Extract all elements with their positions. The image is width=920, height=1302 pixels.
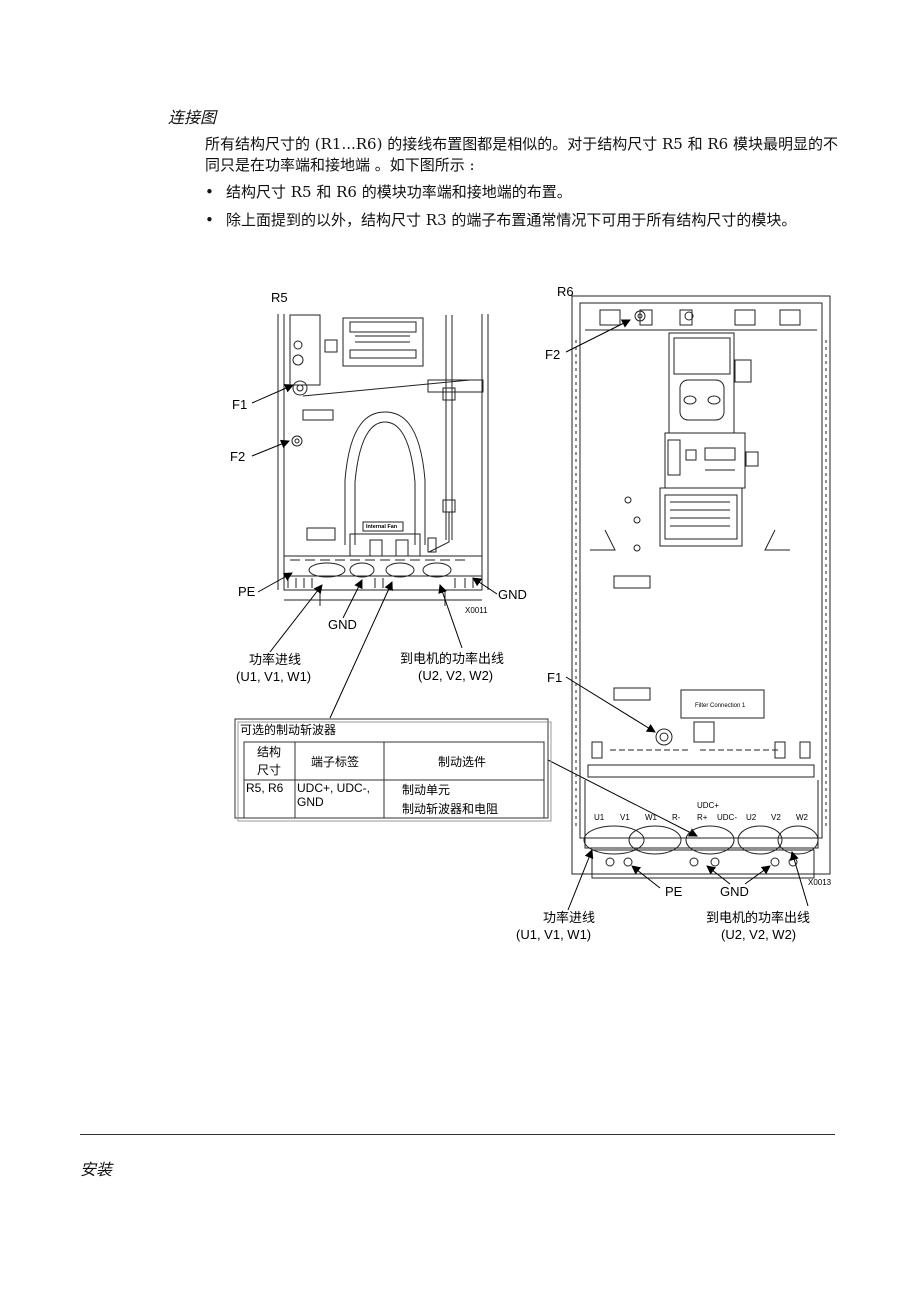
- r5-power-in-label: 功率进线: [249, 652, 301, 668]
- r5-leader-lines: [251, 384, 698, 837]
- r5-gnd-bottom-label: GND: [328, 617, 357, 632]
- r6-power-out-terms: (U2, V2, W2): [721, 927, 796, 942]
- chopper-table-title: 可选的制动斩波器: [240, 722, 336, 737]
- r6-f2-label: F2: [545, 347, 560, 362]
- table-cell-option-line1: 制动单元: [402, 783, 450, 797]
- r5-f1-label: F1: [232, 397, 247, 412]
- r6-terminal-v1: V1: [620, 813, 630, 822]
- intro-paragraph: 所有结构尺寸的 (R1...R6) 的接线布置图都是相似的。对于结构尺寸 R5 …: [205, 135, 838, 174]
- table-header-option: 制动选件: [438, 755, 486, 769]
- r5-fan-label: Internal Fan: [366, 524, 398, 530]
- r5-f2-label: F2: [230, 449, 245, 464]
- section-title: 连接图: [168, 108, 217, 127]
- r5-power-in-terms: (U1, V1, W1): [236, 669, 311, 684]
- r6-terminal-u2: U2: [746, 813, 757, 822]
- r6-gnd-label: GND: [720, 884, 749, 899]
- r6-terminal-r-plus: R+: [697, 813, 708, 822]
- r6-terminal-u1: U1: [594, 813, 605, 822]
- chopper-table: 可选的制动斩波器 结构 尺寸 端子标签 制动选件 R5, R6 UDC+, UD…: [234, 718, 552, 822]
- bullet-text: 结构尺寸 R5 和 R6 的模块功率端和接地端的布置。: [226, 183, 572, 201]
- r6-power-out-label: 到电机的功率出线: [706, 910, 810, 926]
- r6-f1-label: F1: [547, 670, 562, 685]
- r5-figure-code: X0011: [465, 606, 488, 615]
- r6-filter-label: Filter Connection 1: [695, 703, 746, 709]
- r6-labels: R6 F2 F1 Filter Connection 1 UDC+ U1 V1 …: [516, 284, 832, 942]
- r5-power-out-terms: (U2, V2, W2): [418, 668, 493, 683]
- r6-drawing: [571, 295, 831, 879]
- r6-terminal-w2: W2: [796, 813, 809, 822]
- r6-terminal-udc-minus: UDC-: [717, 813, 737, 822]
- r5-power-out-label: 到电机的功率出线: [400, 651, 504, 667]
- footer-divider: [80, 1134, 835, 1135]
- table-header-frame-line1: 结构: [257, 744, 281, 759]
- r6-terminal-v2: V2: [771, 813, 781, 822]
- r6-terminal-w1: W1: [645, 813, 658, 822]
- table-header-frame-line2: 尺寸: [257, 763, 281, 777]
- r5-labels: R5 F1 F2 PE GND GND X0011 Internal Fan 功…: [230, 290, 527, 684]
- bullet-dot: •: [205, 211, 214, 229]
- r6-pe-label: PE: [665, 884, 683, 899]
- r6-power-in-label: 功率进线: [543, 910, 595, 926]
- footer-section-name: 安装: [80, 1160, 113, 1179]
- r6-leader-lines: [565, 319, 809, 911]
- table-cell-frame: R5, R6: [246, 781, 284, 795]
- bullet-text: 除上面提到的以外，结构尺寸 R3 的端子布置通常情况下可用于所有结构尺寸的模块。: [226, 211, 797, 229]
- r5-drawing: [277, 314, 489, 606]
- r6-title: R6: [557, 284, 574, 299]
- table-cell-terminals-line1: UDC+, UDC-,: [297, 781, 370, 795]
- r5-title: R5: [271, 290, 288, 305]
- r6-figure-code: X0013: [808, 878, 832, 887]
- r6-udc-plus-label: UDC+: [697, 801, 719, 810]
- r6-power-in-terms: (U1, V1, W1): [516, 927, 591, 942]
- bullet-dot: •: [205, 183, 214, 201]
- r5-gnd-right-label: GND: [498, 587, 527, 602]
- table-cell-option-line2: 制动斩波器和电阻: [402, 802, 498, 816]
- table-cell-terminals-line2: GND: [297, 795, 324, 809]
- r5-pe-label: PE: [238, 584, 256, 599]
- r6-terminal-r-minus: R-: [672, 813, 681, 822]
- table-header-terminals: 端子标签: [311, 754, 359, 769]
